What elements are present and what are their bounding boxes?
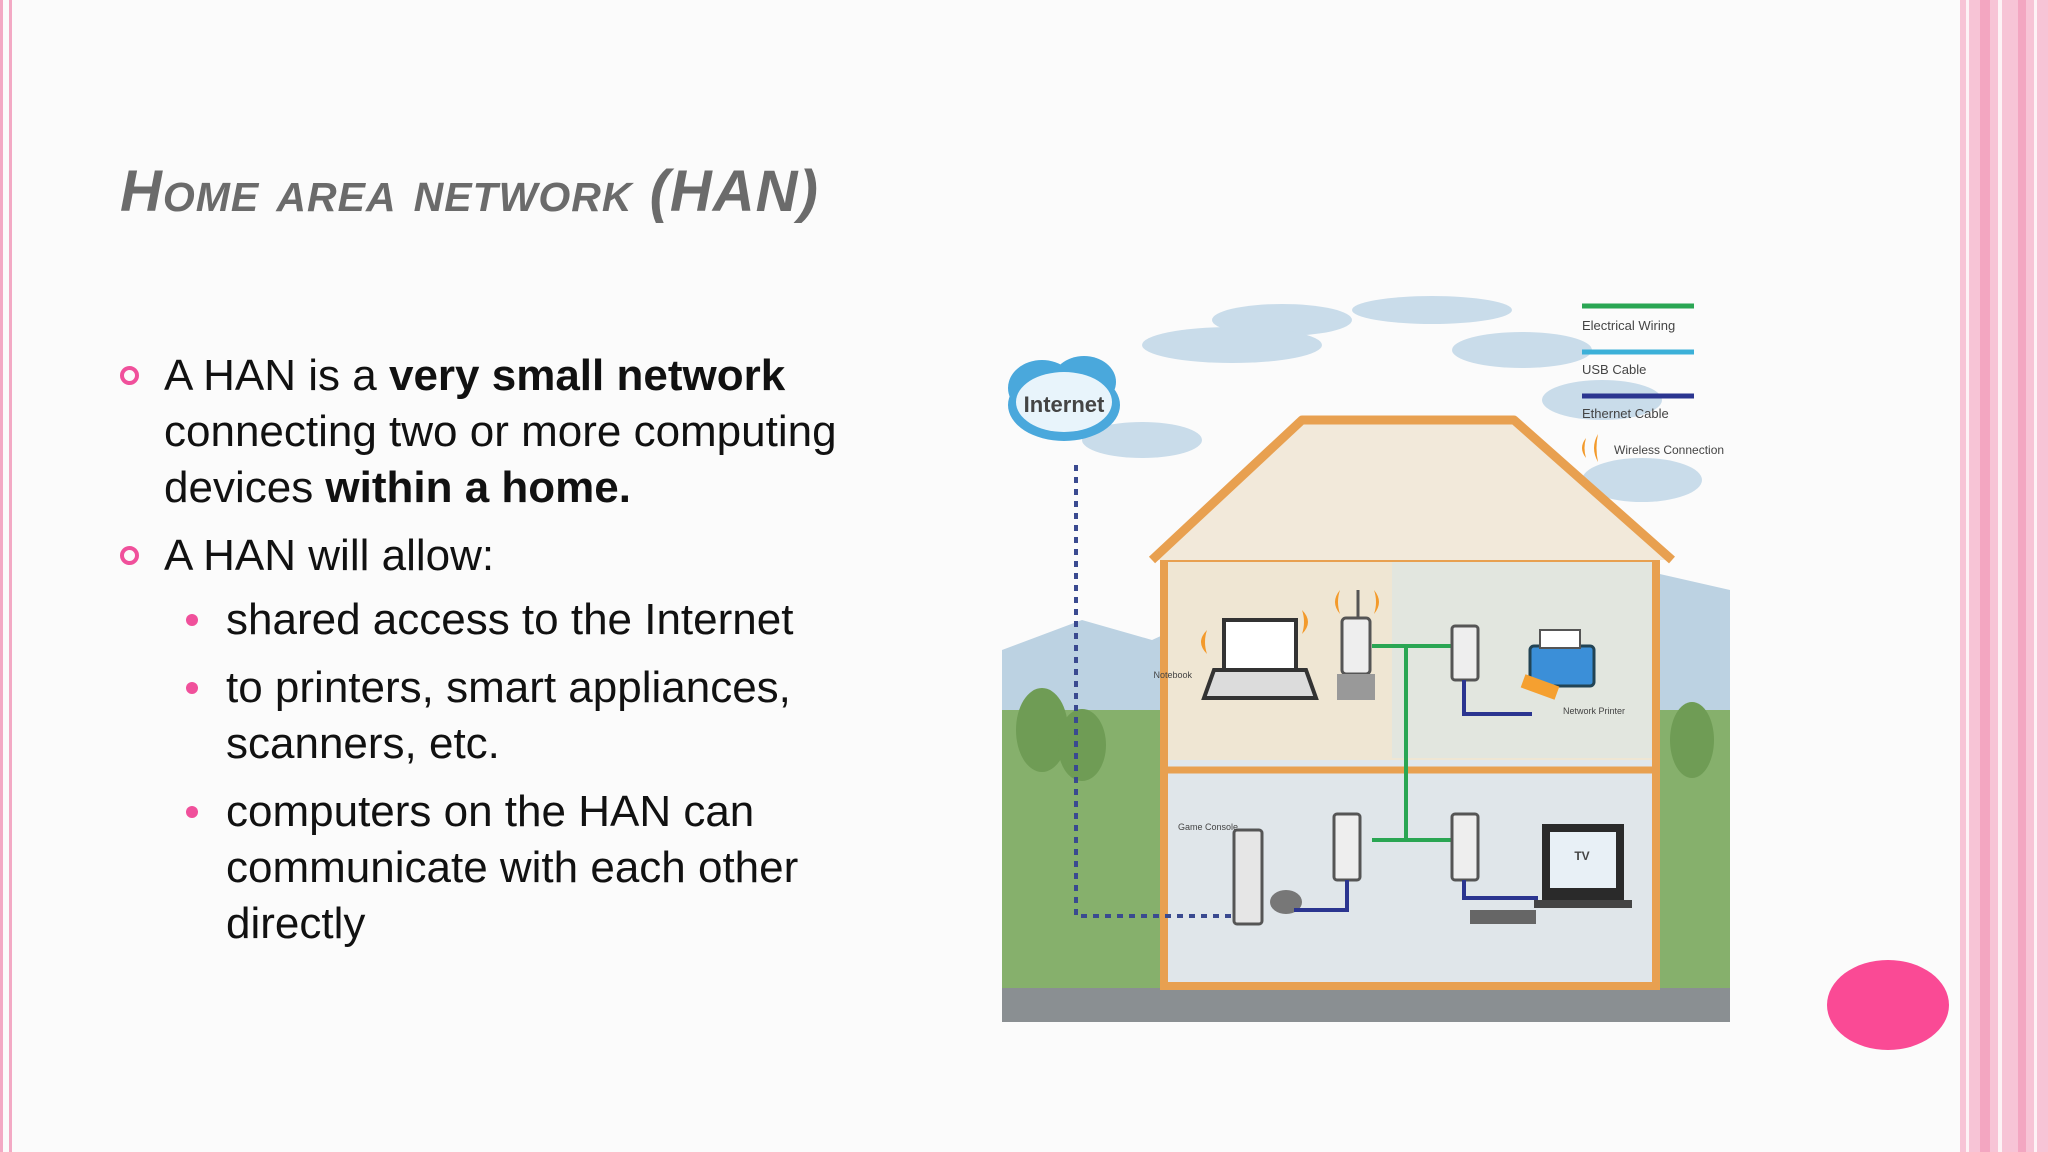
legend-electrical-label: Electrical Wiring: [1582, 318, 1675, 333]
ethernet-cable-console: [1294, 880, 1349, 912]
sub-bullet-item: computers on the HAN can communicate wit…: [164, 784, 920, 952]
slide-title: Home area network (HAN): [120, 159, 819, 224]
bullet-han-definition: A HAN is a very small network connecting…: [120, 348, 920, 516]
sub-bullet-text: shared access to the Internet: [226, 595, 794, 644]
bullet-text: A HAN will allow:: [164, 531, 495, 580]
bullet-han-allows: A HAN will allow: shared access to the I…: [120, 528, 920, 952]
electrical-wiring: [1372, 644, 1464, 842]
han-house-diagram: Internet Notebook: [1002, 290, 1730, 1022]
left-border-stripe: [0, 0, 14, 1152]
tv-label: TV: [1574, 849, 1589, 863]
plug-adapter-tv: [1450, 812, 1480, 882]
tv-device: TV: [1470, 824, 1632, 924]
plug-adapter-console: [1332, 812, 1362, 882]
sub-bullet-list: shared access to the Internet to printer…: [164, 592, 920, 952]
usb-cable-printer: [1462, 680, 1532, 716]
bullet-text: A HAN is a: [164, 351, 389, 400]
road: [1002, 988, 1730, 1022]
legend-wireless-swatch: [1582, 434, 1598, 462]
dot-bullet-icon: [186, 614, 198, 626]
decorative-pink-oval: [1827, 960, 1949, 1050]
bullet-text: connecting two or more computing devices: [164, 407, 837, 512]
house-roof: [1148, 415, 1675, 564]
wireless-adapter: [1337, 590, 1375, 700]
dot-bullet-icon: [186, 806, 198, 818]
sub-bullet-item: shared access to the Internet: [164, 592, 920, 648]
right-decorative-stripes: [1960, 0, 2048, 1152]
legend-usb-label: USB Cable: [1582, 362, 1646, 377]
trees: [1016, 688, 1714, 781]
ethernet-cable-tv: [1462, 880, 1538, 900]
ring-bullet-icon: [120, 366, 139, 385]
legend-ethernet-label: Ethernet Cable: [1582, 406, 1669, 421]
dot-bullet-icon: [186, 682, 198, 694]
sky-clouds: [1082, 296, 1702, 502]
plug-adapter-printer: [1450, 624, 1480, 682]
bullet-list: A HAN is a very small network connecting…: [120, 348, 920, 964]
legend: Electrical Wiring USB Cable Ethernet Cab…: [1582, 303, 1724, 462]
bullet-emphasis: very small network: [388, 351, 786, 400]
sub-bullet-item: to printers, smart appliances, scanners,…: [164, 660, 920, 772]
internet-cloud: Internet: [1008, 356, 1120, 441]
printer-label: Network Printer: [1563, 706, 1625, 716]
internet-dashed-line: [1074, 465, 1232, 918]
sub-bullet-text: to printers, smart appliances, scanners,…: [226, 663, 791, 768]
internet-label: Internet: [1024, 392, 1105, 417]
bullet-emphasis: within a home.: [325, 463, 631, 512]
game-console-label: Game Console: [1178, 822, 1238, 832]
sub-bullet-text: computers on the HAN can communicate wit…: [226, 787, 799, 948]
network-printer-device: Network Printer: [1520, 629, 1625, 716]
notebook-label: Notebook: [1153, 670, 1192, 680]
notebook-device: Notebook: [1153, 618, 1319, 700]
ring-bullet-icon: [120, 546, 139, 565]
legend-wireless-label: Wireless Connection: [1614, 443, 1724, 457]
wireless-icon: [1201, 590, 1379, 654]
